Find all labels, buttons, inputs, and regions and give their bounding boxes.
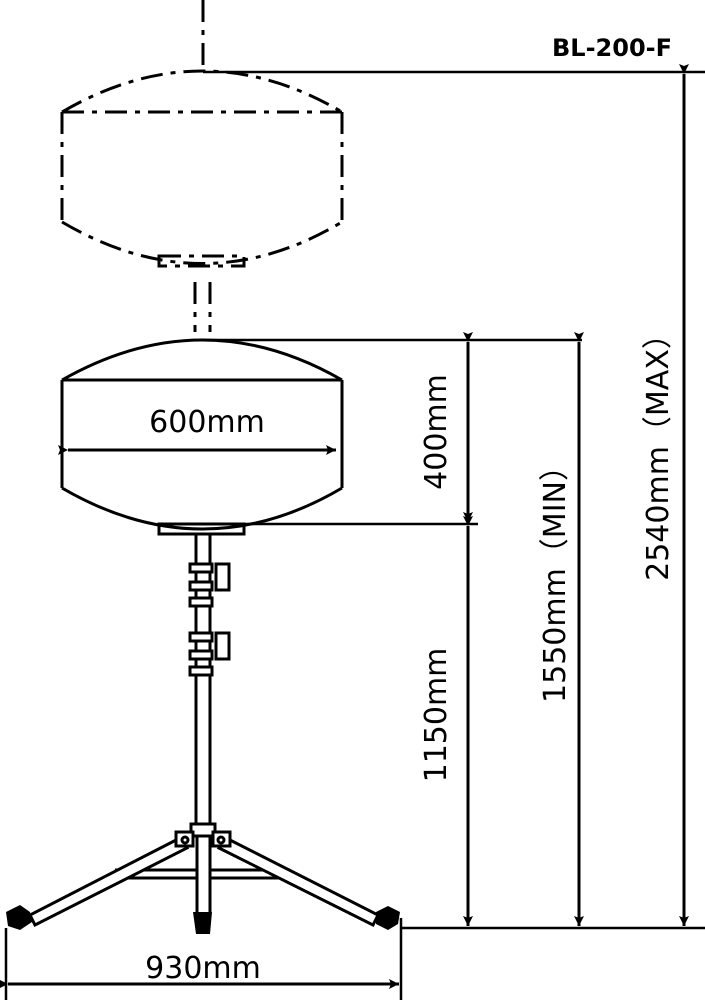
telescopic-pole xyxy=(188,534,231,830)
tripod-leg-center xyxy=(195,834,212,918)
model-label: BL-200-F xyxy=(552,34,672,62)
balloon-width-label: 600mm xyxy=(149,405,265,440)
hinge-pin-left xyxy=(180,835,190,845)
vertical-dimensions xyxy=(0,64,689,989)
upper-clamp-ring-1 xyxy=(188,562,214,574)
balloon-mount xyxy=(157,522,246,536)
stand-height-label: 1150mm xyxy=(419,648,454,783)
tripod-base xyxy=(27,822,381,928)
base-width-label: 930mm xyxy=(145,951,261,986)
foot-right xyxy=(376,906,400,930)
tripod-feet xyxy=(6,905,400,934)
balloon-light xyxy=(60,338,344,536)
upper-clamp-ring-3 xyxy=(188,596,214,608)
lower-clamp-ring-3 xyxy=(188,665,214,677)
extended-balloon-outline xyxy=(60,0,344,332)
extended-balloon-mount xyxy=(157,254,246,268)
extended-balloon-bottom-arc xyxy=(61,220,343,265)
balloon-bottom-arc xyxy=(61,486,343,531)
lower-clamp-ring-1 xyxy=(188,631,214,643)
upper-clamp-ring-2 xyxy=(188,580,214,592)
min-height-label: 1550mm（MIN） xyxy=(538,451,573,703)
tripod-leg-right xyxy=(216,836,381,928)
hinge-pin-right xyxy=(216,835,226,845)
foot-center xyxy=(193,912,212,934)
tripod-leg-left xyxy=(27,836,190,928)
foot-left xyxy=(6,905,32,930)
extended-balloon-top-arc xyxy=(61,69,343,114)
lower-clamp-knob xyxy=(214,631,231,661)
lower-clamp-ring-2 xyxy=(188,649,214,661)
max-height-label: 2540mm（MAX） xyxy=(641,319,676,581)
tripod-hub-collar xyxy=(189,822,217,838)
upper-clamp-knob xyxy=(214,562,231,592)
balloon-top-arc xyxy=(61,338,343,382)
extension-lines xyxy=(4,70,705,1000)
balloon-height-label: 400mm xyxy=(419,374,454,490)
